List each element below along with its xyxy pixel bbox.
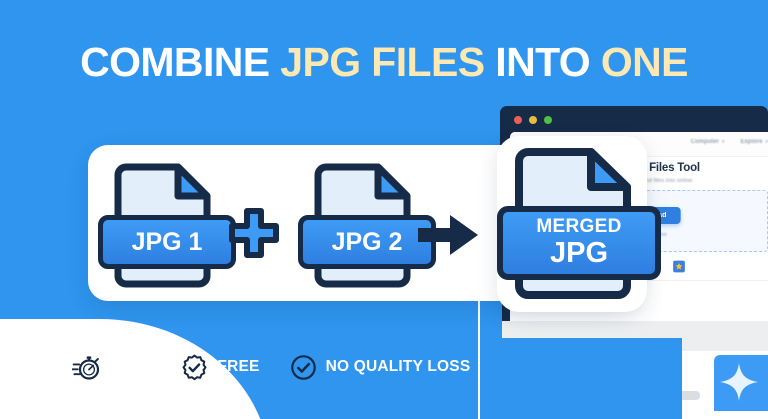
headline-part-combine: COMBINE <box>80 39 281 85</box>
file-1-label: JPG 1 <box>131 227 203 256</box>
page-divider <box>528 280 768 281</box>
feature-fast: FAST <box>72 352 151 382</box>
chevron-down-icon: ▾ <box>721 139 725 145</box>
feature-no-quality-loss-label: NO QUALITY LOSS <box>325 358 471 375</box>
file-icon-jpg-2: JPG 2 <box>298 163 436 293</box>
check-circle-icon <box>290 354 316 380</box>
file-2-label-band: JPG 2 <box>298 215 436 269</box>
background-blue-block <box>492 338 682 419</box>
sparkle-icon <box>720 363 758 401</box>
chevron-down-icon: ▾ <box>765 139 768 145</box>
window-traffic-lights <box>514 116 552 124</box>
file-1-label-band: JPG 1 <box>98 215 236 269</box>
merged-label-line2: JPG <box>549 237 609 270</box>
page-title: COMBINE JPG FILES INTO ONE <box>0 42 768 83</box>
window-maximize-icon[interactable] <box>544 116 552 124</box>
window-close-icon[interactable] <box>514 116 522 124</box>
nav-item-explore-label: Explore <box>740 139 763 145</box>
nav-item-computer-label: Computer <box>690 139 719 145</box>
headline-part-into: INTO <box>495 39 601 85</box>
plus-icon <box>228 207 280 264</box>
merged-label-line1: MERGED <box>536 216 622 238</box>
stopwatch-icon <box>72 356 100 380</box>
verified-badge-icon <box>182 354 207 380</box>
arrow-right-icon <box>418 214 480 261</box>
nav-item-computer[interactable]: Computer ▾ <box>691 139 725 145</box>
feature-fast-label: FAST <box>111 358 152 375</box>
feature-free: FREE <box>181 354 259 381</box>
file-2-label: JPG 2 <box>331 227 403 256</box>
window-minimize-icon[interactable] <box>529 116 537 124</box>
file-icon-jpg-1: JPG 1 <box>98 163 236 293</box>
feature-list: FAST FREE NO QUALITY LOSS <box>72 352 470 382</box>
nav-item-explore[interactable]: Explore ▾ <box>740 139 768 145</box>
headline-part-one: ONE <box>600 39 689 85</box>
site-nav: Computer ▾ Explore ▾ <box>691 139 768 145</box>
sparkle-logo <box>714 355 768 411</box>
feature-free-label: FREE <box>217 358 260 375</box>
feature-no-quality-loss: NO QUALITY LOSS <box>290 354 471 381</box>
file-icon-merged-jpg: MERGED JPG <box>497 148 661 305</box>
merged-label-band: MERGED JPG <box>497 206 661 280</box>
headline-part-jpgfiles: JPG FILES <box>280 39 496 85</box>
service-icon-star[interactable] <box>673 260 686 273</box>
